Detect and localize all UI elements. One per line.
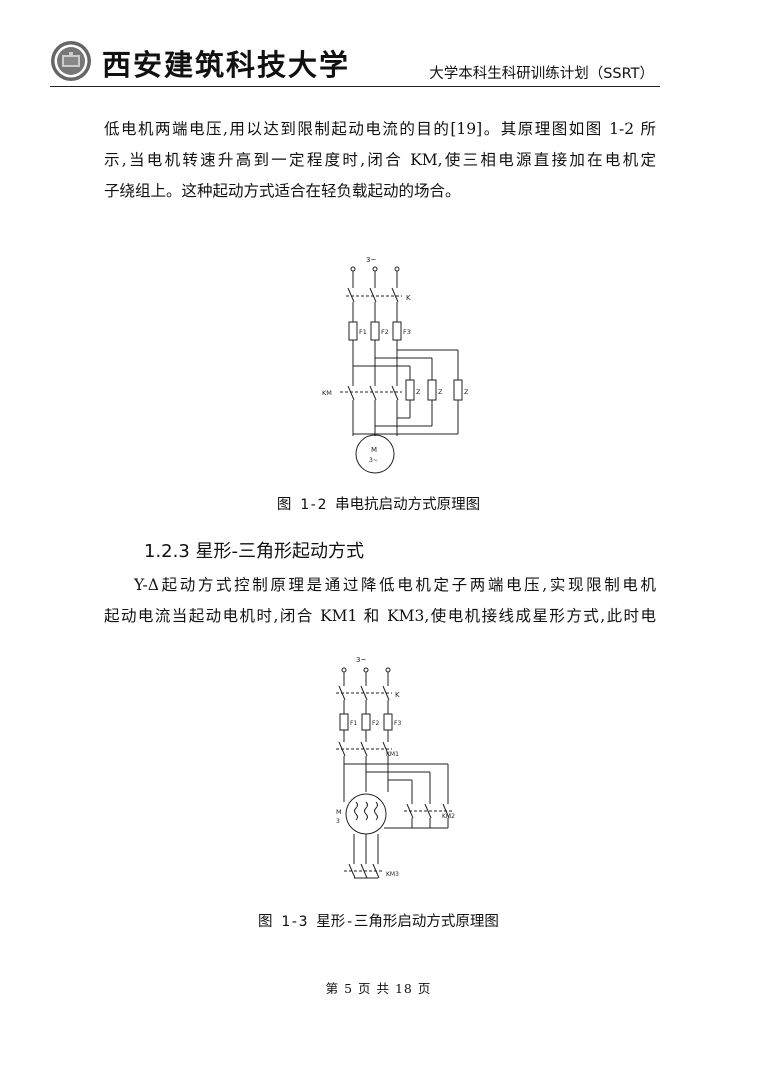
label-fuse-f1: F1 — [350, 720, 357, 727]
label-km1: KM1 — [386, 751, 399, 758]
paragraph-line: 子绕组上。这种起动方式适合在轻负载起动的场合。 — [104, 182, 461, 200]
label-fuse-f3: F3 — [394, 720, 401, 727]
motor-symbol — [355, 434, 395, 474]
fuse-f1 — [348, 321, 358, 341]
label-km2: KM2 — [442, 813, 455, 820]
paragraph-line: 低电机两端电压,用以达到限制起动电流的目的[19]。其原理图如图 1-2 所 — [104, 120, 656, 138]
reactor-z2 — [427, 379, 437, 401]
label-source: 3~ — [366, 256, 376, 264]
figure-reactor-start-circuit: 3~ K F1 F2 F3 Z Z Z KM — [322, 256, 469, 474]
header-rule — [50, 86, 660, 87]
reactor-z3 — [453, 379, 463, 401]
label-motor: M — [336, 808, 342, 816]
figure-star-delta-circuit: 3~ K F1 F2 F3 KM1 M 3 KM2 — [336, 656, 455, 879]
label-reactor: Z — [438, 388, 443, 396]
university-seal-icon — [51, 41, 91, 81]
paragraph-line: 示,当电机转速升高到一定程度时,闭合 KM,使三相电源直接加在电机定 — [104, 151, 656, 169]
fuse-f2 — [370, 321, 380, 341]
label-switch-k: K — [395, 691, 400, 699]
label-source: 3~ — [356, 656, 366, 664]
paragraph-line: 起动电流当起动电机时,闭合 KM1 和 KM3,使电机接线成星形方式,此时电 — [104, 607, 656, 625]
label-motor-phase: 3~ — [369, 457, 378, 464]
paragraph-2: Y-Δ起动方式控制原理是通过降低电机定子两端电压,实现限制电机 起动电流当起动电… — [104, 570, 656, 632]
section-heading: 1.2.3 星形-三角形起动方式 — [144, 541, 365, 562]
university-name: 西安建筑科技大学 — [102, 48, 351, 82]
paragraph-1: 低电机两端电压,用以达到限制起动电流的目的[19]。其原理图如图 1-2 所 示… — [104, 114, 656, 207]
fuse-f1 — [339, 713, 349, 731]
page-number: 第 5 页 共 18 页 — [325, 981, 432, 996]
label-motor-phase: 3 — [336, 818, 340, 825]
fuse-f3 — [383, 713, 393, 731]
label-fuse-f1: F1 — [359, 328, 367, 336]
fuse-f3 — [392, 321, 402, 341]
label-fuse-f2: F2 — [372, 720, 379, 727]
label-contactor-km: KM — [322, 389, 332, 397]
page-header: 西安建筑科技大学 大学本科生科研训练计划（SSRT） — [50, 38, 660, 88]
fuse-f2 — [361, 713, 371, 731]
label-km3: KM3 — [386, 871, 399, 878]
label-fuse-f2: F2 — [381, 328, 389, 336]
label-reactor: Z — [464, 388, 469, 396]
paragraph-line: Y-Δ起动方式控制原理是通过降低电机定子两端电压,实现限制电机 — [134, 576, 656, 594]
figure-caption: 图 1-2 串电抗启动方式原理图 — [276, 497, 481, 513]
label-reactor: Z — [416, 388, 421, 396]
label-fuse-f3: F3 — [403, 328, 411, 336]
figure-caption: 图 1-3 星形-三角形启动方式原理图 — [258, 914, 499, 930]
reactor-z1 — [405, 379, 415, 401]
label-motor: M — [371, 446, 377, 454]
label-switch-k: K — [406, 294, 411, 302]
program-name: 大学本科生科研训练计划（SSRT） — [429, 66, 654, 82]
